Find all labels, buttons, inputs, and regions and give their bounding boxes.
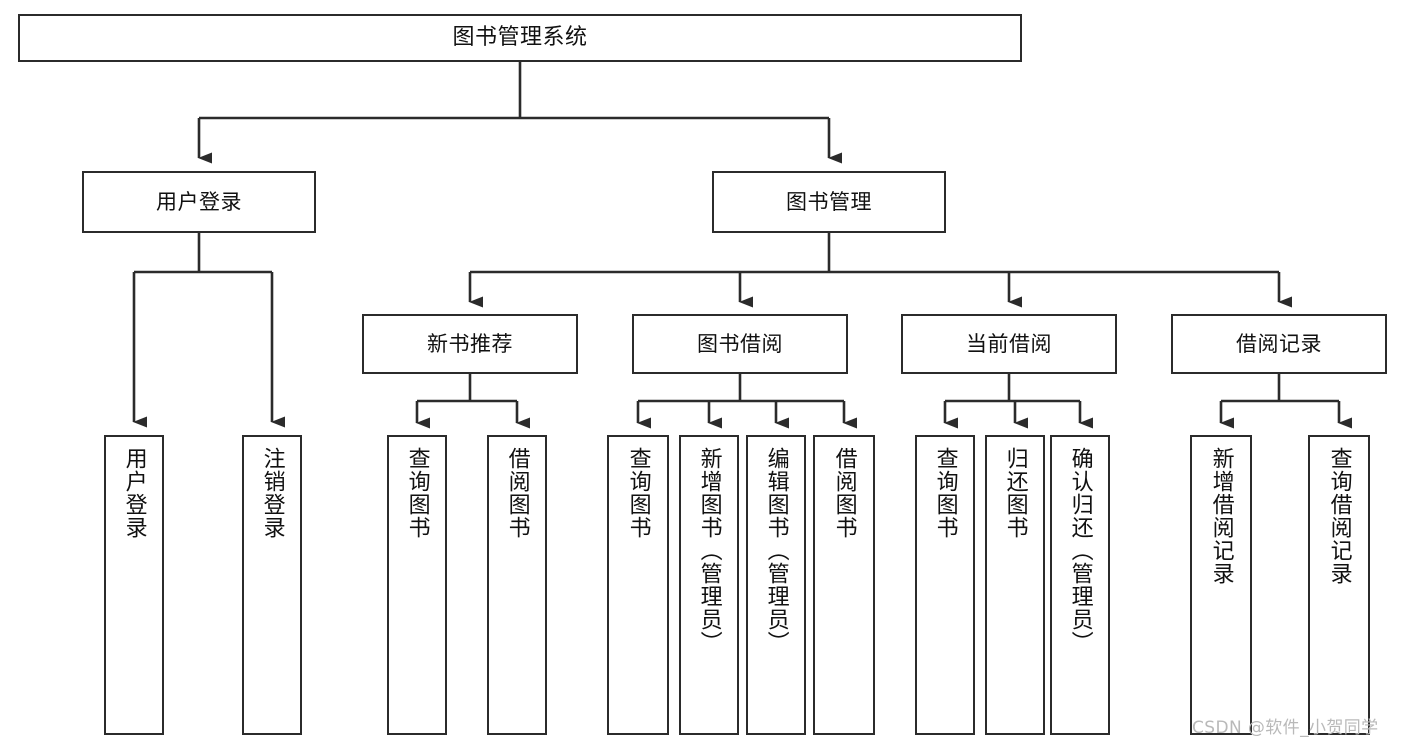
node-new-book-recommend-label: 新书推荐 [427, 331, 513, 356]
node-current-borrow[interactable]: 当前借阅 [901, 314, 1117, 374]
node-book-borrow-label: 图书借阅 [697, 331, 783, 356]
node-leaf-add-borrow-record[interactable]: 新增借阅记录 [1190, 435, 1252, 735]
node-leaf-query-book-2-label: 查询图书 [625, 447, 651, 539]
node-leaf-logout[interactable]: 注销登录 [242, 435, 302, 735]
node-current-borrow-label: 当前借阅 [966, 331, 1052, 356]
node-book-management-label: 图书管理 [786, 189, 872, 214]
node-leaf-borrow-book-2[interactable]: 借阅图书 [813, 435, 875, 735]
node-leaf-edit-book-admin[interactable]: 编辑图书（管理员） [746, 435, 806, 735]
node-leaf-borrow-book-2-label: 借阅图书 [831, 447, 857, 539]
node-borrow-record-label: 借阅记录 [1236, 331, 1322, 356]
node-leaf-return-book-label: 归还图书 [1002, 447, 1028, 539]
node-leaf-borrow-book-1[interactable]: 借阅图书 [487, 435, 547, 735]
node-leaf-user-login[interactable]: 用户登录 [104, 435, 164, 735]
node-user-login[interactable]: 用户登录 [82, 171, 316, 233]
node-book-management[interactable]: 图书管理 [712, 171, 946, 233]
node-leaf-add-book-admin-label: 新增图书（管理员） [696, 447, 722, 654]
node-leaf-confirm-return-admin-label: 确认归还（管理员） [1067, 447, 1093, 654]
csdn-watermark: CSDN @软件_小贺同学 [1192, 718, 1379, 738]
node-leaf-query-book-3-label: 查询图书 [932, 447, 958, 539]
node-leaf-query-book-2[interactable]: 查询图书 [607, 435, 669, 735]
node-root-label: 图书管理系统 [452, 25, 588, 51]
node-leaf-user-login-label: 用户登录 [121, 447, 147, 539]
node-borrow-record[interactable]: 借阅记录 [1171, 314, 1387, 374]
node-new-book-recommend[interactable]: 新书推荐 [362, 314, 578, 374]
node-leaf-query-book-1-label: 查询图书 [404, 447, 430, 539]
node-leaf-query-book-3[interactable]: 查询图书 [915, 435, 975, 735]
node-leaf-borrow-book-1-label: 借阅图书 [504, 447, 530, 539]
node-leaf-query-borrow-record[interactable]: 查询借阅记录 [1308, 435, 1370, 735]
node-leaf-add-book-admin[interactable]: 新增图书（管理员） [679, 435, 739, 735]
node-leaf-edit-book-admin-label: 编辑图书（管理员） [763, 447, 789, 654]
node-leaf-add-borrow-record-label: 新增借阅记录 [1208, 447, 1234, 585]
node-leaf-return-book[interactable]: 归还图书 [985, 435, 1045, 735]
node-user-login-label: 用户登录 [156, 189, 242, 214]
node-leaf-logout-label: 注销登录 [259, 447, 285, 539]
node-book-borrow[interactable]: 图书借阅 [632, 314, 848, 374]
node-root[interactable]: 图书管理系统 [18, 14, 1022, 62]
node-leaf-query-borrow-record-label: 查询借阅记录 [1326, 447, 1352, 585]
node-leaf-confirm-return-admin[interactable]: 确认归还（管理员） [1050, 435, 1110, 735]
node-leaf-query-book-1[interactable]: 查询图书 [387, 435, 447, 735]
